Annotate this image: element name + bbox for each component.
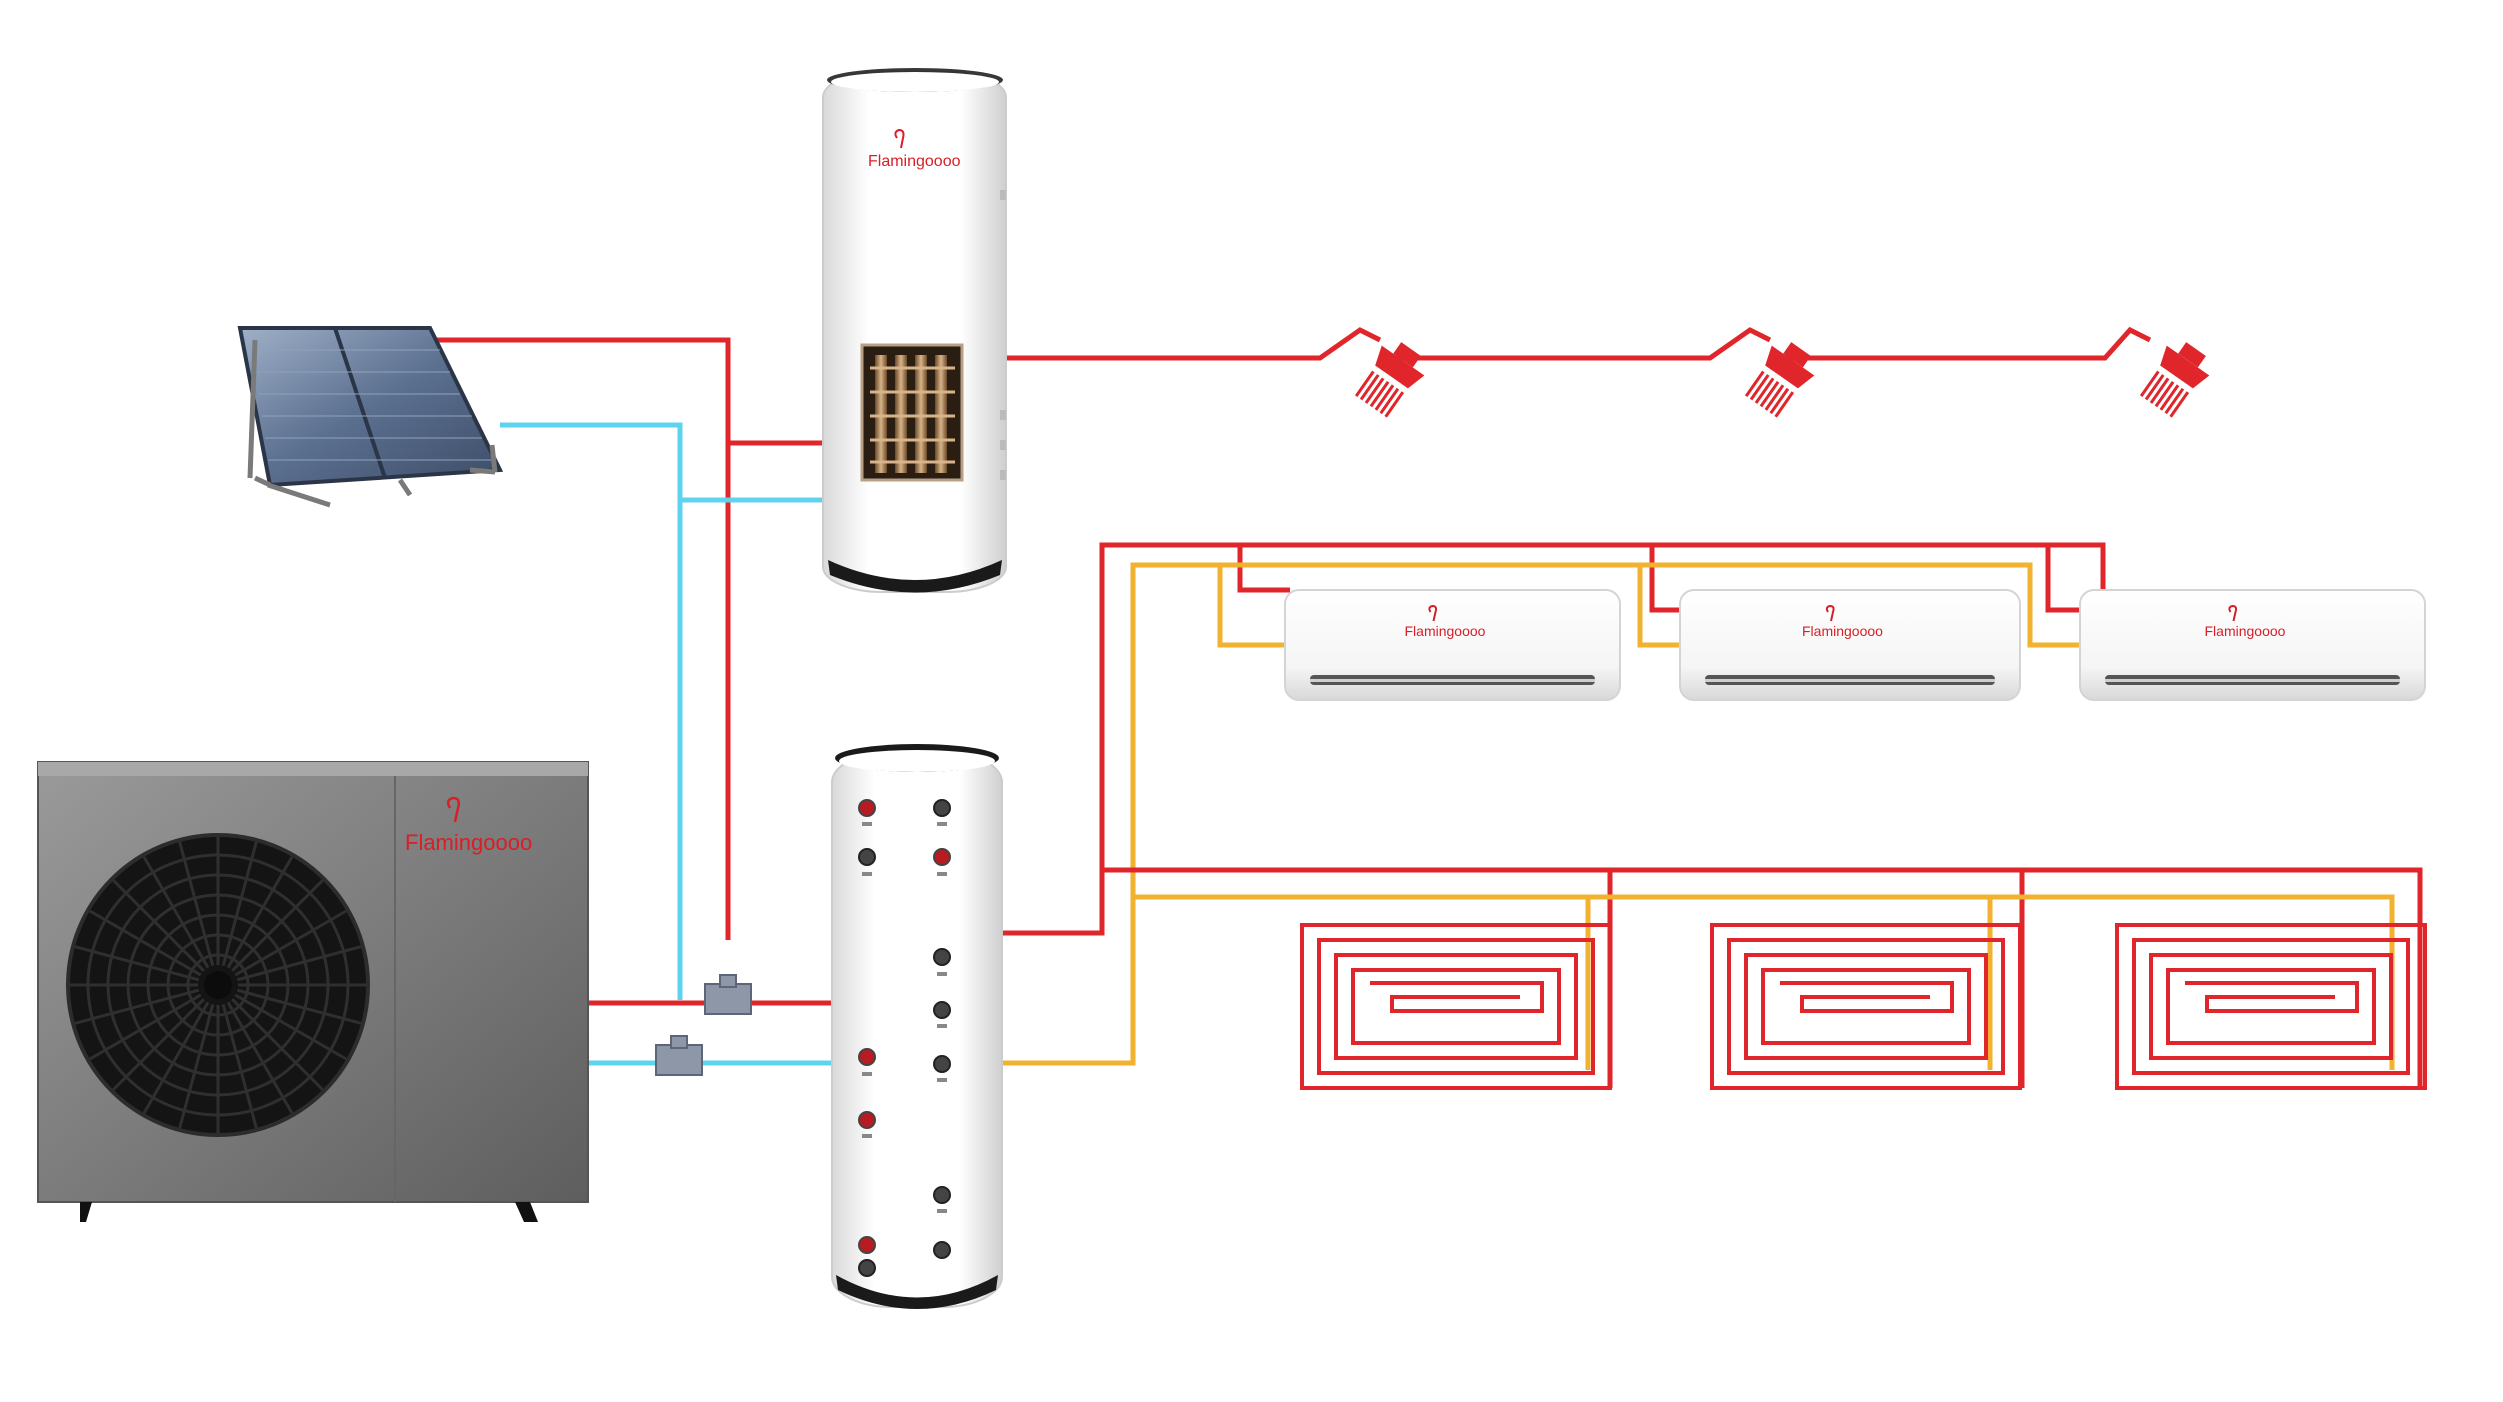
- solar-hot-pipe: [430, 337, 731, 940]
- fancoil-return-pipe: [1002, 562, 2080, 1066]
- brand-logo: Flamingoooo: [405, 796, 532, 855]
- fan-grille: [66, 833, 370, 1137]
- svg-text:Flamingoooo: Flamingoooo: [868, 153, 961, 170]
- three-way-valve-icon: [704, 974, 752, 1015]
- wall-mounted-fan-coil-icon: Flamingoooo: [2079, 589, 2426, 701]
- brand-logo: Flamingoooo: [2205, 623, 2286, 639]
- underfloor-heating-loop-icon: [1710, 923, 2022, 1090]
- fancoil-hot-pipe: [1002, 542, 2106, 936]
- wall-mounted-fan-coil-icon: Flamingoooo: [1679, 589, 2021, 701]
- brand-logo: Flamingoooo: [868, 128, 961, 170]
- underfloor-heating-loop-icon: [2115, 923, 2427, 1090]
- wall-mounted-fan-coil-icon: Flamingoooo: [1284, 589, 1621, 701]
- shower-head-icon: [1744, 342, 1815, 418]
- heat-pump-outdoor-unit-icon: Flamingoooo: [37, 761, 589, 1222]
- shower-supply-pipe: [1005, 326, 2152, 361]
- brand-logo: Flamingoooo: [1405, 623, 1486, 639]
- buffer-tank-icon: [831, 744, 1003, 1309]
- svg-text:Flamingoooo: Flamingoooo: [405, 830, 532, 855]
- shower-head-icon: [2139, 342, 2210, 418]
- underfloor-heating-loop-icon: [1300, 923, 1612, 1090]
- hot-water-tank-icon: Flamingoooo: [822, 68, 1007, 593]
- tank-ports: [858, 799, 951, 1277]
- three-way-valve-icon: [655, 1035, 703, 1076]
- shower-head-icon: [1354, 342, 1425, 418]
- piping-network: [430, 326, 2423, 1088]
- solar-panel-icon: [237, 326, 504, 508]
- brand-logo: Flamingoooo: [1802, 623, 1883, 639]
- solar-cold-pipe: [500, 422, 683, 1000]
